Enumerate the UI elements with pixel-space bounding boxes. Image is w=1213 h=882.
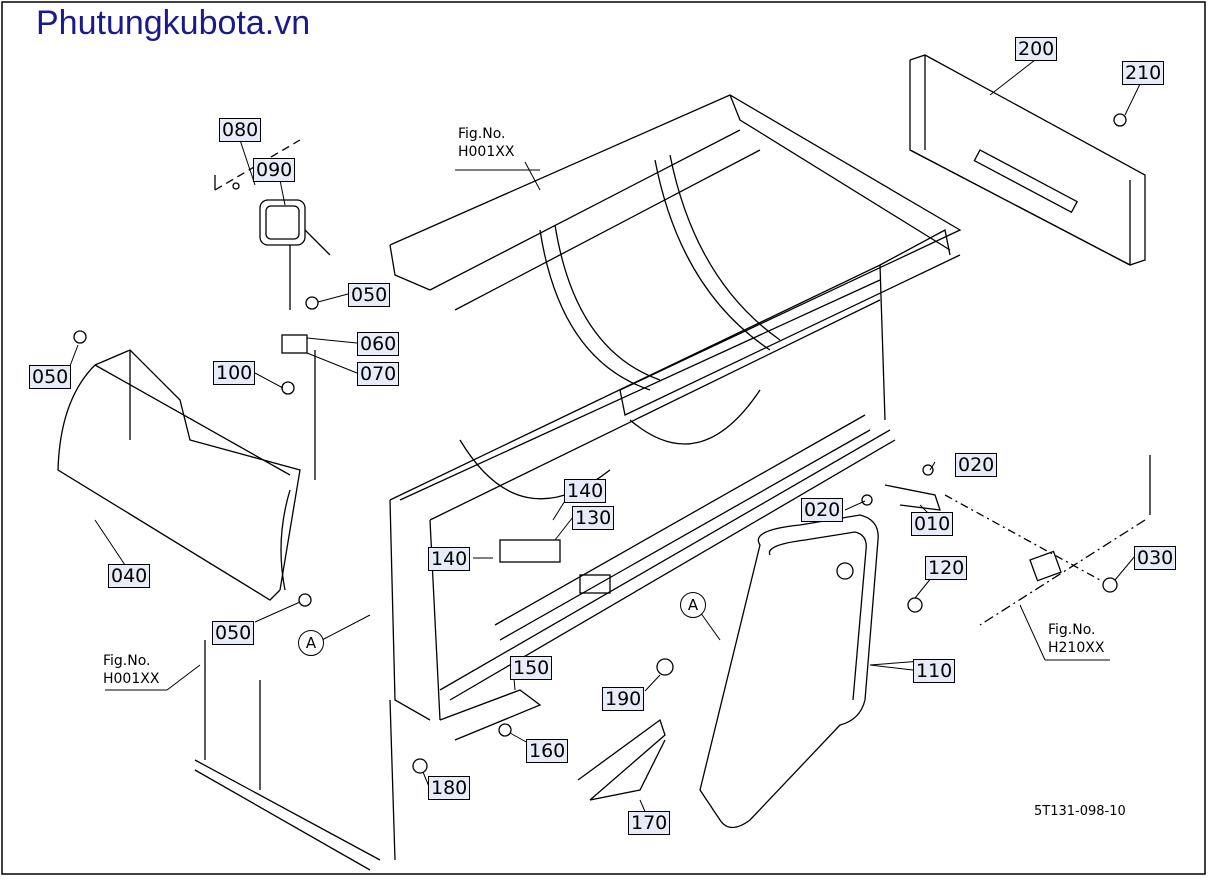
part-label-010[interactable]: 010 (911, 512, 954, 536)
part-label-130[interactable]: 130 (572, 506, 615, 530)
detail-marker-a: A (298, 630, 324, 656)
part-label-050[interactable]: 050 (29, 365, 72, 389)
part-label-200[interactable]: 200 (1015, 37, 1058, 61)
figure-ref-code: H001XX (103, 671, 160, 687)
part-label-090[interactable]: 090 (253, 158, 296, 182)
part-label-210[interactable]: 210 (1122, 61, 1165, 85)
part-label-040[interactable]: 040 (108, 564, 151, 588)
part-label-190[interactable]: 190 (602, 687, 645, 711)
main-frame (389, 94, 962, 721)
part-label-070[interactable]: 070 (357, 362, 400, 386)
hardware-bottom (412, 658, 674, 801)
lower-frame (194, 640, 396, 871)
detail-marker-a: A (680, 592, 706, 618)
part-label-100[interactable]: 100 (213, 361, 256, 385)
figure-ref-top[interactable]: Fig.No. H001XX (458, 125, 514, 161)
part-label-080[interactable]: 080 (219, 118, 262, 142)
figure-ref-code: H001XX (458, 144, 515, 160)
part-label-050[interactable]: 050 (212, 621, 255, 645)
part-label-170[interactable]: 170 (628, 811, 671, 835)
lamp-bracket (281, 296, 319, 480)
part-label-020[interactable]: 020 (801, 498, 844, 522)
part-label-060[interactable]: 060 (357, 332, 400, 356)
figure-ref-left[interactable]: Fig.No. H001XX (103, 652, 159, 688)
hardware-right (861, 455, 1151, 626)
watermark-text: Phutungkubota.vn (36, 4, 311, 42)
side-cover-left (57, 330, 312, 607)
part-label-140[interactable]: 140 (428, 547, 471, 571)
figure-ref-right[interactable]: Fig.No. H210XX (1048, 621, 1104, 657)
figure-ref-title: Fig.No. (103, 653, 151, 669)
figure-ref-code: H210XX (1048, 640, 1105, 656)
part-label-180[interactable]: 180 (428, 776, 471, 800)
part-label-150[interactable]: 150 (510, 656, 553, 680)
part-label-020[interactable]: 020 (955, 453, 998, 477)
leader-lines (69, 59, 1141, 824)
side-panel-right (699, 514, 879, 829)
figure-ref-title: Fig.No. (458, 126, 506, 142)
part-label-140[interactable]: 140 (564, 479, 607, 503)
figure-ref-title: Fig.No. (1048, 622, 1096, 638)
rear-panel (909, 54, 1146, 266)
part-label-160[interactable]: 160 (526, 739, 569, 763)
part-label-030[interactable]: 030 (1134, 546, 1177, 570)
drawing-number: 5T131-098-10 (1034, 804, 1126, 819)
work-lamp (214, 139, 331, 310)
part-label-110[interactable]: 110 (913, 659, 956, 683)
part-label-050[interactable]: 050 (348, 283, 391, 307)
part-label-120[interactable]: 120 (925, 556, 968, 580)
